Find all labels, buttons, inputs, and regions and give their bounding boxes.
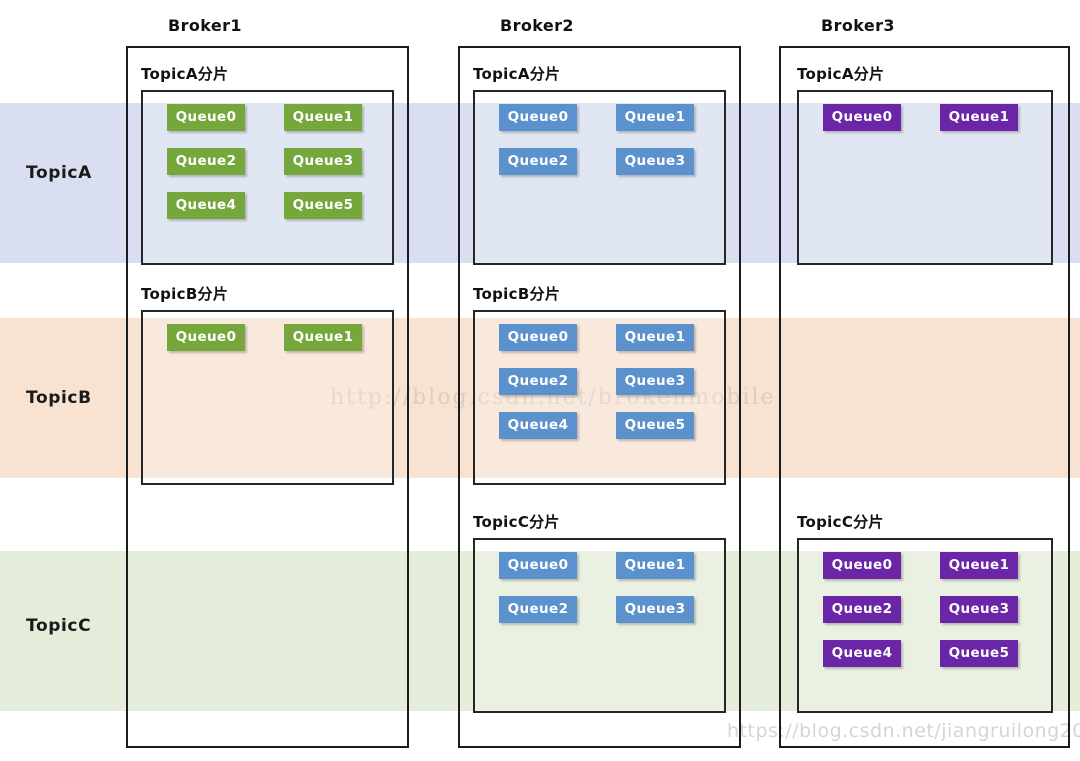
queue-box[interactable]: Queue5 [940, 640, 1018, 667]
queue-box[interactable]: Queue3 [616, 148, 694, 175]
queue-box[interactable]: Queue5 [284, 192, 362, 219]
shard-title: TopicA分片 [797, 65, 885, 83]
shard-broker3-topica: TopicA分片 Queue0 Queue1 [797, 63, 1053, 265]
queue-box[interactable]: Queue3 [616, 368, 694, 395]
shard-box[interactable]: Queue0 Queue1 [797, 90, 1053, 265]
broker-title-2: Broker2 [500, 16, 574, 35]
shard-title: TopicA分片 [473, 65, 561, 83]
queue-box[interactable]: Queue1 [284, 104, 362, 131]
queue-box[interactable]: Queue1 [616, 324, 694, 351]
shard-box[interactable]: Queue0 Queue1 [141, 310, 394, 485]
queue-box[interactable]: Queue0 [823, 552, 901, 579]
broker-title-3: Broker3 [821, 16, 895, 35]
broker-box-1[interactable] [126, 46, 409, 748]
shard-box[interactable]: Queue0 Queue1 Queue2 Queue3 Queue4 Queue… [473, 310, 726, 485]
queue-box[interactable]: Queue0 [823, 104, 901, 131]
queue-box[interactable]: Queue3 [616, 596, 694, 623]
queue-box[interactable]: Queue2 [499, 148, 577, 175]
shard-box[interactable]: Queue0 Queue1 Queue2 Queue3 [473, 90, 726, 265]
queue-box[interactable]: Queue4 [499, 412, 577, 439]
shard-broker2-topica: TopicA分片 Queue0 Queue1 Queue2 Queue3 [473, 63, 726, 265]
topic-label-b: TopicB [26, 388, 92, 408]
shard-broker1-topica: TopicA分片 Queue0 Queue1 Queue2 Queue3 Que… [141, 63, 394, 265]
queue-box[interactable]: Queue0 [499, 104, 577, 131]
broker-box-3[interactable] [779, 46, 1070, 748]
shard-title: TopicA分片 [141, 65, 229, 83]
broker-box-2[interactable] [458, 46, 741, 748]
shard-box[interactable]: Queue0 Queue1 Queue2 Queue3 Queue4 Queue… [797, 538, 1053, 713]
queue-box[interactable]: Queue0 [167, 324, 245, 351]
queue-box[interactable]: Queue1 [616, 552, 694, 579]
shard-broker1-topicb: TopicB分片 Queue0 Queue1 [141, 283, 394, 485]
topic-label-a: TopicA [26, 163, 92, 183]
queue-box[interactable]: Queue1 [940, 104, 1018, 131]
queue-grid: Queue0 Queue1 [799, 92, 1051, 263]
queue-box[interactable]: Queue3 [284, 148, 362, 175]
queue-box[interactable]: Queue1 [940, 552, 1018, 579]
queue-box[interactable]: Queue4 [823, 640, 901, 667]
shard-box[interactable]: Queue0 Queue1 Queue2 Queue3 [473, 538, 726, 713]
queue-box[interactable]: Queue4 [167, 192, 245, 219]
shard-title: TopicB分片 [473, 285, 561, 303]
topic-label-c: TopicC [26, 616, 92, 636]
queue-grid: Queue0 Queue1 Queue2 Queue3 [475, 540, 724, 711]
shard-box[interactable]: Queue0 Queue1 Queue2 Queue3 Queue4 Queue… [141, 90, 394, 265]
shard-broker2-topicb: TopicB分片 Queue0 Queue1 Queue2 Queue3 Que… [473, 283, 726, 485]
queue-box[interactable]: Queue0 [167, 104, 245, 131]
queue-box[interactable]: Queue2 [167, 148, 245, 175]
broker-title-1: Broker1 [168, 16, 242, 35]
queue-box[interactable]: Queue3 [940, 596, 1018, 623]
shard-title: TopicB分片 [141, 285, 229, 303]
queue-box[interactable]: Queue1 [616, 104, 694, 131]
queue-grid: Queue0 Queue1 Queue2 Queue3 Queue4 Queue… [475, 312, 724, 483]
queue-grid: Queue0 Queue1 Queue2 Queue3 Queue4 Queue… [143, 92, 392, 263]
shard-title: TopicC分片 [797, 513, 884, 531]
queue-box[interactable]: Queue2 [499, 368, 577, 395]
queue-box[interactable]: Queue2 [823, 596, 901, 623]
queue-grid: Queue0 Queue1 [143, 312, 392, 483]
queue-box[interactable]: Queue5 [616, 412, 694, 439]
shard-broker3-topicc: TopicC分片 Queue0 Queue1 Queue2 Queue3 Que… [797, 511, 1053, 713]
queue-box[interactable]: Queue0 [499, 552, 577, 579]
queue-grid: Queue0 Queue1 Queue2 Queue3 [475, 92, 724, 263]
shard-title: TopicC分片 [473, 513, 560, 531]
queue-grid: Queue0 Queue1 Queue2 Queue3 Queue4 Queue… [799, 540, 1051, 711]
queue-box[interactable]: Queue1 [284, 324, 362, 351]
queue-box[interactable]: Queue0 [499, 324, 577, 351]
queue-box[interactable]: Queue2 [499, 596, 577, 623]
shard-broker2-topicc: TopicC分片 Queue0 Queue1 Queue2 Queue3 [473, 511, 726, 713]
